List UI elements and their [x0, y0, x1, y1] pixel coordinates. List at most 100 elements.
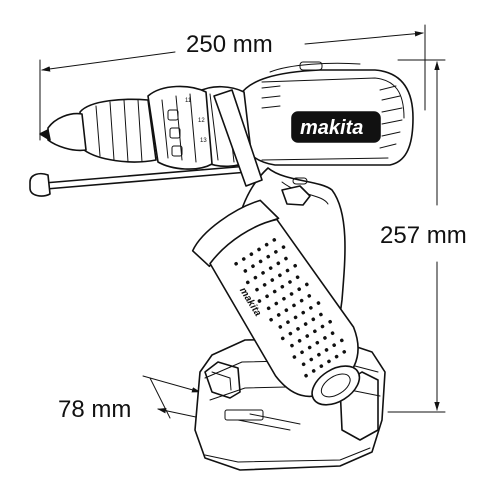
grip-texture — [234, 238, 347, 378]
grip-dot — [319, 364, 324, 368]
grip-dot — [270, 278, 275, 282]
grip-dot — [276, 261, 281, 266]
grip-dot — [278, 273, 282, 278]
battery-vent — [224, 409, 264, 421]
grip-dot — [309, 306, 313, 310]
grip-dot — [307, 345, 312, 350]
length-label: 250 mm — [186, 31, 273, 58]
grip-dot — [327, 359, 331, 364]
grip-dot — [289, 292, 294, 296]
grip-dot — [339, 338, 344, 343]
width-arrow-upper — [142, 375, 201, 393]
grip-dot — [311, 369, 316, 373]
motor-housing: makita — [235, 61, 414, 166]
battery-release-button — [204, 361, 241, 399]
grip-dot — [257, 299, 262, 303]
grip-dot — [274, 250, 278, 254]
depth-rod-tip — [29, 172, 51, 197]
grip-dot — [304, 373, 308, 378]
grip-dot — [284, 256, 288, 261]
keyless-chuck — [39, 98, 157, 163]
grip-dot — [307, 294, 312, 298]
grip-dot — [272, 238, 277, 242]
grip-dot — [253, 275, 258, 280]
grip-dot — [282, 296, 286, 301]
grip-dot — [249, 252, 254, 257]
width-dimension: 78 mm — [58, 375, 211, 423]
grip-dot — [288, 280, 292, 284]
grip-dot — [320, 324, 325, 329]
grip-dot — [292, 303, 296, 308]
grip-dot — [299, 298, 304, 303]
grip-dot — [266, 254, 271, 259]
grip-dot — [292, 355, 297, 359]
grip-dot — [278, 325, 283, 329]
brand-logo-text: makita — [300, 117, 363, 139]
grip-dot — [261, 271, 265, 275]
battery-side-latch — [339, 371, 379, 441]
grip-dot — [290, 343, 294, 348]
grip-dot — [332, 343, 336, 347]
grip-dot — [268, 266, 273, 270]
length-arrow-right — [304, 31, 424, 45]
grip-dot — [301, 310, 306, 315]
grip-dot — [262, 283, 267, 287]
grip-dot — [280, 284, 285, 289]
motor-vents — [261, 85, 403, 149]
grip-dot — [243, 269, 248, 273]
grip-dot — [315, 340, 320, 345]
grip-dot — [265, 294, 269, 299]
side-handle-clamp — [213, 89, 263, 187]
grip-dot — [285, 268, 290, 273]
grip-dot — [295, 275, 300, 280]
grip-dot — [313, 329, 317, 334]
grip-dot — [324, 348, 329, 352]
clutch-mark-13: 13 — [200, 138, 207, 144]
chuck-jaws — [47, 112, 87, 152]
grip-dot — [269, 317, 273, 322]
grip-dot — [342, 350, 347, 354]
grip-dot — [301, 362, 306, 367]
grip-dot — [251, 264, 255, 268]
grip-dot — [264, 242, 269, 247]
grip-dot — [309, 357, 314, 362]
height-label: 257 mm — [380, 222, 467, 249]
grip-dot — [303, 322, 308, 326]
grip-dot — [281, 245, 286, 249]
grip-dot — [317, 352, 321, 357]
grip-dot — [286, 320, 290, 324]
grip-dot — [311, 317, 316, 322]
length-arrow-left — [41, 51, 176, 72]
grip-dot — [293, 263, 297, 268]
clutch-collar: 11 12 13 — [147, 85, 213, 170]
grip-dot — [297, 339, 302, 343]
grip-dot — [297, 287, 301, 291]
grip-dot — [258, 259, 263, 264]
depth-gauge-rod — [29, 89, 263, 197]
side-handle: makita — [191, 199, 361, 406]
grip-dot — [328, 319, 332, 324]
grip-dot — [288, 331, 293, 336]
reverse-switch — [292, 177, 308, 185]
grip-dot — [319, 312, 323, 317]
clutch-mark-12: 12 — [198, 118, 205, 124]
grip-dot — [305, 334, 310, 338]
grip-dot — [305, 282, 309, 287]
grip-dot — [296, 327, 300, 331]
chuck-tip — [39, 129, 51, 141]
grip-dot — [276, 313, 281, 317]
clutch-mark-11: 11 — [185, 98, 192, 104]
grip-dot — [272, 289, 277, 294]
grip-dot — [284, 308, 289, 312]
width-label: 78 mm — [58, 396, 131, 423]
grip-dot — [234, 261, 238, 266]
grip-dot — [323, 336, 327, 340]
grip-dot — [274, 301, 279, 306]
torque-adjust-ring — [147, 85, 213, 170]
grip-dot — [245, 280, 250, 285]
grip-dot — [257, 247, 261, 252]
trigger — [281, 185, 311, 206]
brand-badge — [291, 111, 381, 143]
width-extension — [149, 377, 171, 419]
